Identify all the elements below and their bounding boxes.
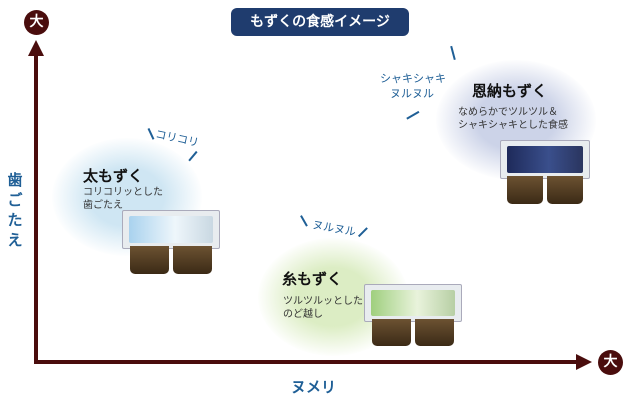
diagram-title: もずくの食感イメージ — [231, 8, 409, 36]
item-futomozuku-name: 太もずく — [83, 167, 144, 185]
item-itomozuku-name: 糸もずく — [282, 270, 343, 288]
y-axis-label: 歯ごたえ — [7, 171, 23, 249]
x-axis-max-marker: 大 — [598, 350, 623, 375]
item-onnamozuku-package-image — [500, 140, 590, 204]
item-itomozuku-desc-line2: のど越し — [283, 309, 323, 320]
item-onnamozuku-desc-line2: シャキシャキとした食感 — [458, 120, 568, 131]
item-itomozuku-package-image — [364, 284, 462, 346]
y-axis-arrow — [28, 40, 44, 56]
item-futomozuku-desc-line1: コリコリッとした — [83, 187, 163, 198]
item-onnamozuku-desc-line1: なめらかでツルツル＆ — [458, 107, 558, 118]
x-axis-label: ヌメリ — [291, 378, 337, 396]
item-futomozuku-package-image — [122, 210, 220, 274]
item-onnamozuku-texture-line2: ヌルヌル — [390, 87, 434, 100]
item-onnamozuku-texture-line1: シャキシャキ — [380, 72, 446, 85]
y-axis-max-marker: 大 — [24, 10, 49, 35]
item-onnamozuku-name: 恩納もずく — [472, 82, 548, 100]
item-futomozuku-desc-line2: 歯ごたえ — [83, 200, 123, 211]
item-itomozuku-desc-line1: ツルツルッとした — [283, 296, 363, 307]
x-axis-arrow — [576, 354, 592, 370]
